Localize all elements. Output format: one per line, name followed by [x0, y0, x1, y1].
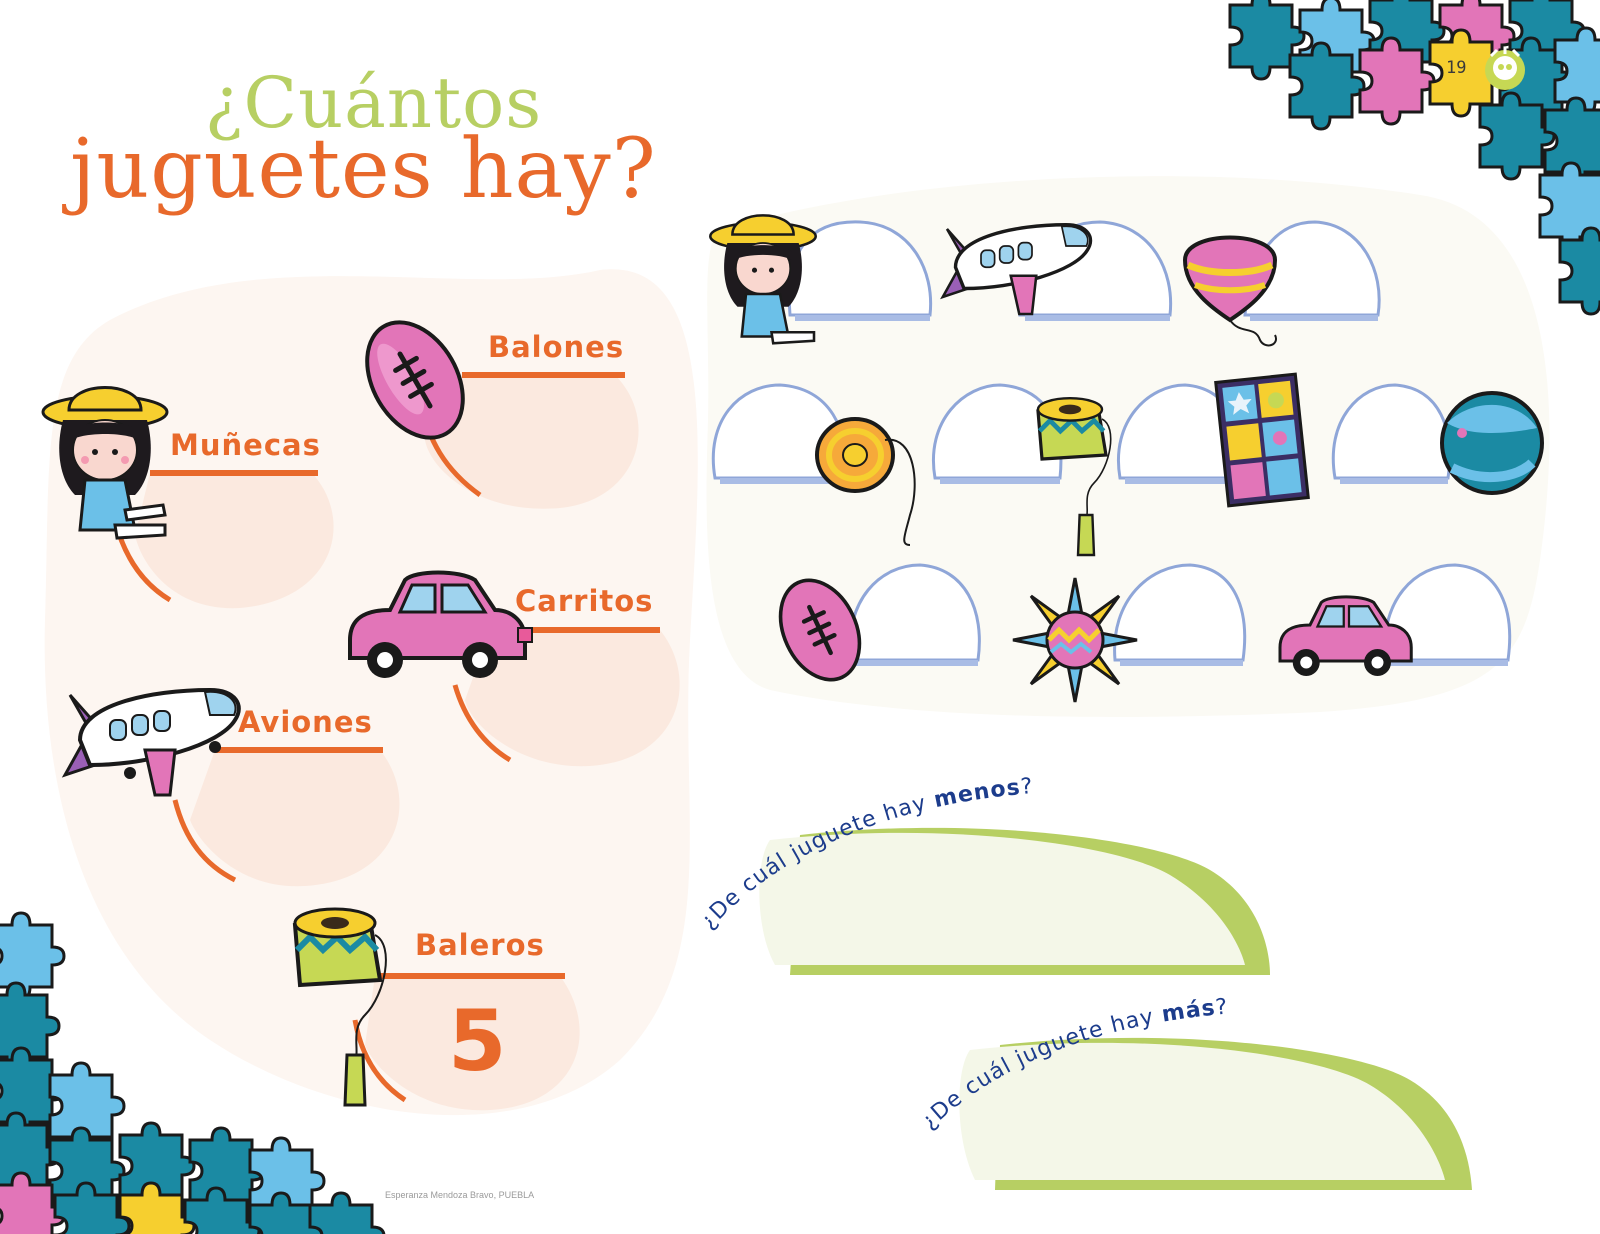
title-line1: ¿Cuántos — [205, 62, 543, 144]
author-credit: Esperanza Mendoza Bravo, PUEBLA — [385, 1190, 535, 1200]
doll-icon — [41, 386, 169, 540]
cloud-boxes — [711, 220, 1512, 662]
logo-badge-icon — [1485, 48, 1525, 90]
label-carritos: Carritos — [515, 584, 654, 618]
answer-area-baleros — [352, 973, 580, 1111]
car-icon — [348, 570, 533, 678]
label-munecas: Muñecas — [170, 428, 321, 462]
answer-area-menos — [759, 827, 1270, 975]
answer-area-aviones — [172, 747, 400, 887]
balero-icon — [292, 907, 387, 1107]
doll-icon — [709, 214, 817, 345]
beach-ball-icon — [1440, 391, 1544, 495]
spinning-top-icon — [1182, 235, 1278, 347]
yoyo-icon — [815, 417, 916, 546]
football-icon — [778, 578, 862, 682]
label-baleros: Baleros — [415, 928, 545, 962]
label-balones: Balones — [488, 330, 625, 364]
loteria-card-icon — [1214, 372, 1310, 508]
answer-baleros[interactable]: 5 — [448, 992, 507, 1090]
label-aviones: Aviones — [238, 705, 373, 739]
football-icon — [365, 320, 465, 440]
answer-area-mas — [959, 1037, 1472, 1190]
airplane-icon — [940, 223, 1093, 316]
page-number: 19 — [1446, 58, 1467, 78]
pinata-icon — [1012, 577, 1138, 703]
balero-icon — [1036, 396, 1112, 557]
car-icon — [1278, 595, 1413, 676]
airplane-icon — [61, 687, 241, 797]
title-line2: juguetes hay? — [70, 122, 657, 217]
